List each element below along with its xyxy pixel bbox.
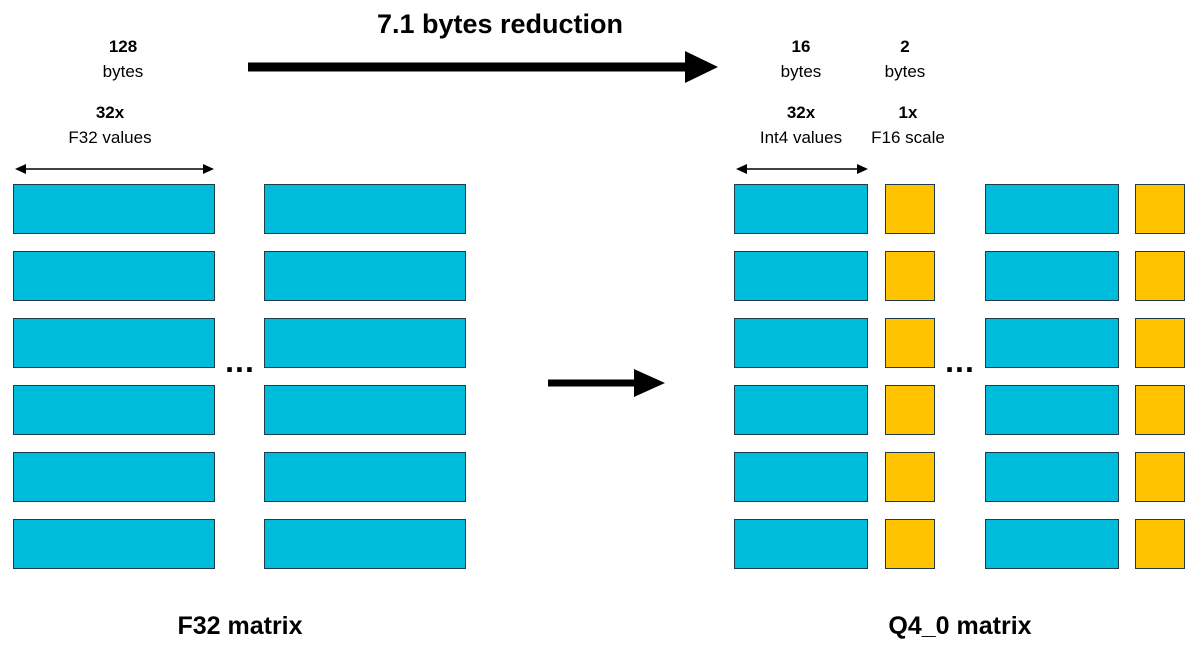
int4-bytes-number: 16 [791, 37, 811, 56]
f32-count-number: 32x [95, 103, 125, 122]
f16-scale-block [885, 519, 935, 569]
f32-ellipsis: ... [225, 343, 255, 379]
f32-value-block [264, 519, 466, 569]
f32-bytes-number: 128 [108, 37, 138, 56]
int4-value-block [985, 385, 1119, 435]
f16-scale-block [1135, 318, 1185, 368]
f16-scale-block [1135, 251, 1185, 301]
int4-value-block [734, 184, 868, 234]
int4-value-block [734, 452, 868, 502]
int4-value-block [985, 318, 1119, 368]
reduction-arrow [248, 51, 718, 83]
f16-scale-block [1135, 519, 1185, 569]
int4-value-block [985, 519, 1119, 569]
f32-bytes-unit: bytes [102, 62, 144, 81]
f32-value-block [13, 251, 215, 301]
f32-value-block [264, 318, 466, 368]
f32-width-arrow [15, 164, 214, 174]
int4-width-arrow [736, 164, 868, 174]
int4-value-block [734, 251, 868, 301]
scale-count-unit: F16 scale [871, 128, 945, 147]
f16-scale-block [885, 452, 935, 502]
f16-scale-block [1135, 452, 1185, 502]
f16-scale-block [885, 251, 935, 301]
int4-value-block [734, 385, 868, 435]
f16-scale-block [1135, 385, 1185, 435]
scale-bytes-unit: bytes [884, 62, 926, 81]
f32-value-block [264, 452, 466, 502]
f32-value-block [13, 318, 215, 368]
f16-scale-block [885, 184, 935, 234]
f32-value-block [13, 385, 215, 435]
f32-value-block [13, 452, 215, 502]
conversion-arrow [548, 369, 665, 397]
f16-scale-block [885, 385, 935, 435]
int4-value-block [985, 251, 1119, 301]
scale-count-number: 1x [898, 103, 918, 122]
f32-value-block [264, 385, 466, 435]
int4-value-block [734, 318, 868, 368]
q4-ellipsis: ... [945, 343, 975, 379]
reduction-title: 7.1 bytes reduction [376, 9, 624, 39]
f32-value-block [264, 184, 466, 234]
int4-value-block [734, 519, 868, 569]
f32-count-unit: F32 values [68, 128, 152, 147]
int4-value-block [985, 452, 1119, 502]
int4-count-number: 32x [786, 103, 816, 122]
int4-bytes-unit: bytes [780, 62, 822, 81]
f32-value-block [13, 184, 215, 234]
f32-matrix-label: F32 matrix [177, 612, 303, 640]
int4-value-block [985, 184, 1119, 234]
f32-value-block [264, 251, 466, 301]
f16-scale-block [1135, 184, 1185, 234]
f16-scale-block [885, 318, 935, 368]
f32-value-block [13, 519, 215, 569]
q4-matrix-label: Q4_0 matrix [888, 612, 1032, 640]
scale-bytes-number: 2 [900, 37, 910, 56]
int4-count-unit: Int4 values [759, 128, 843, 147]
